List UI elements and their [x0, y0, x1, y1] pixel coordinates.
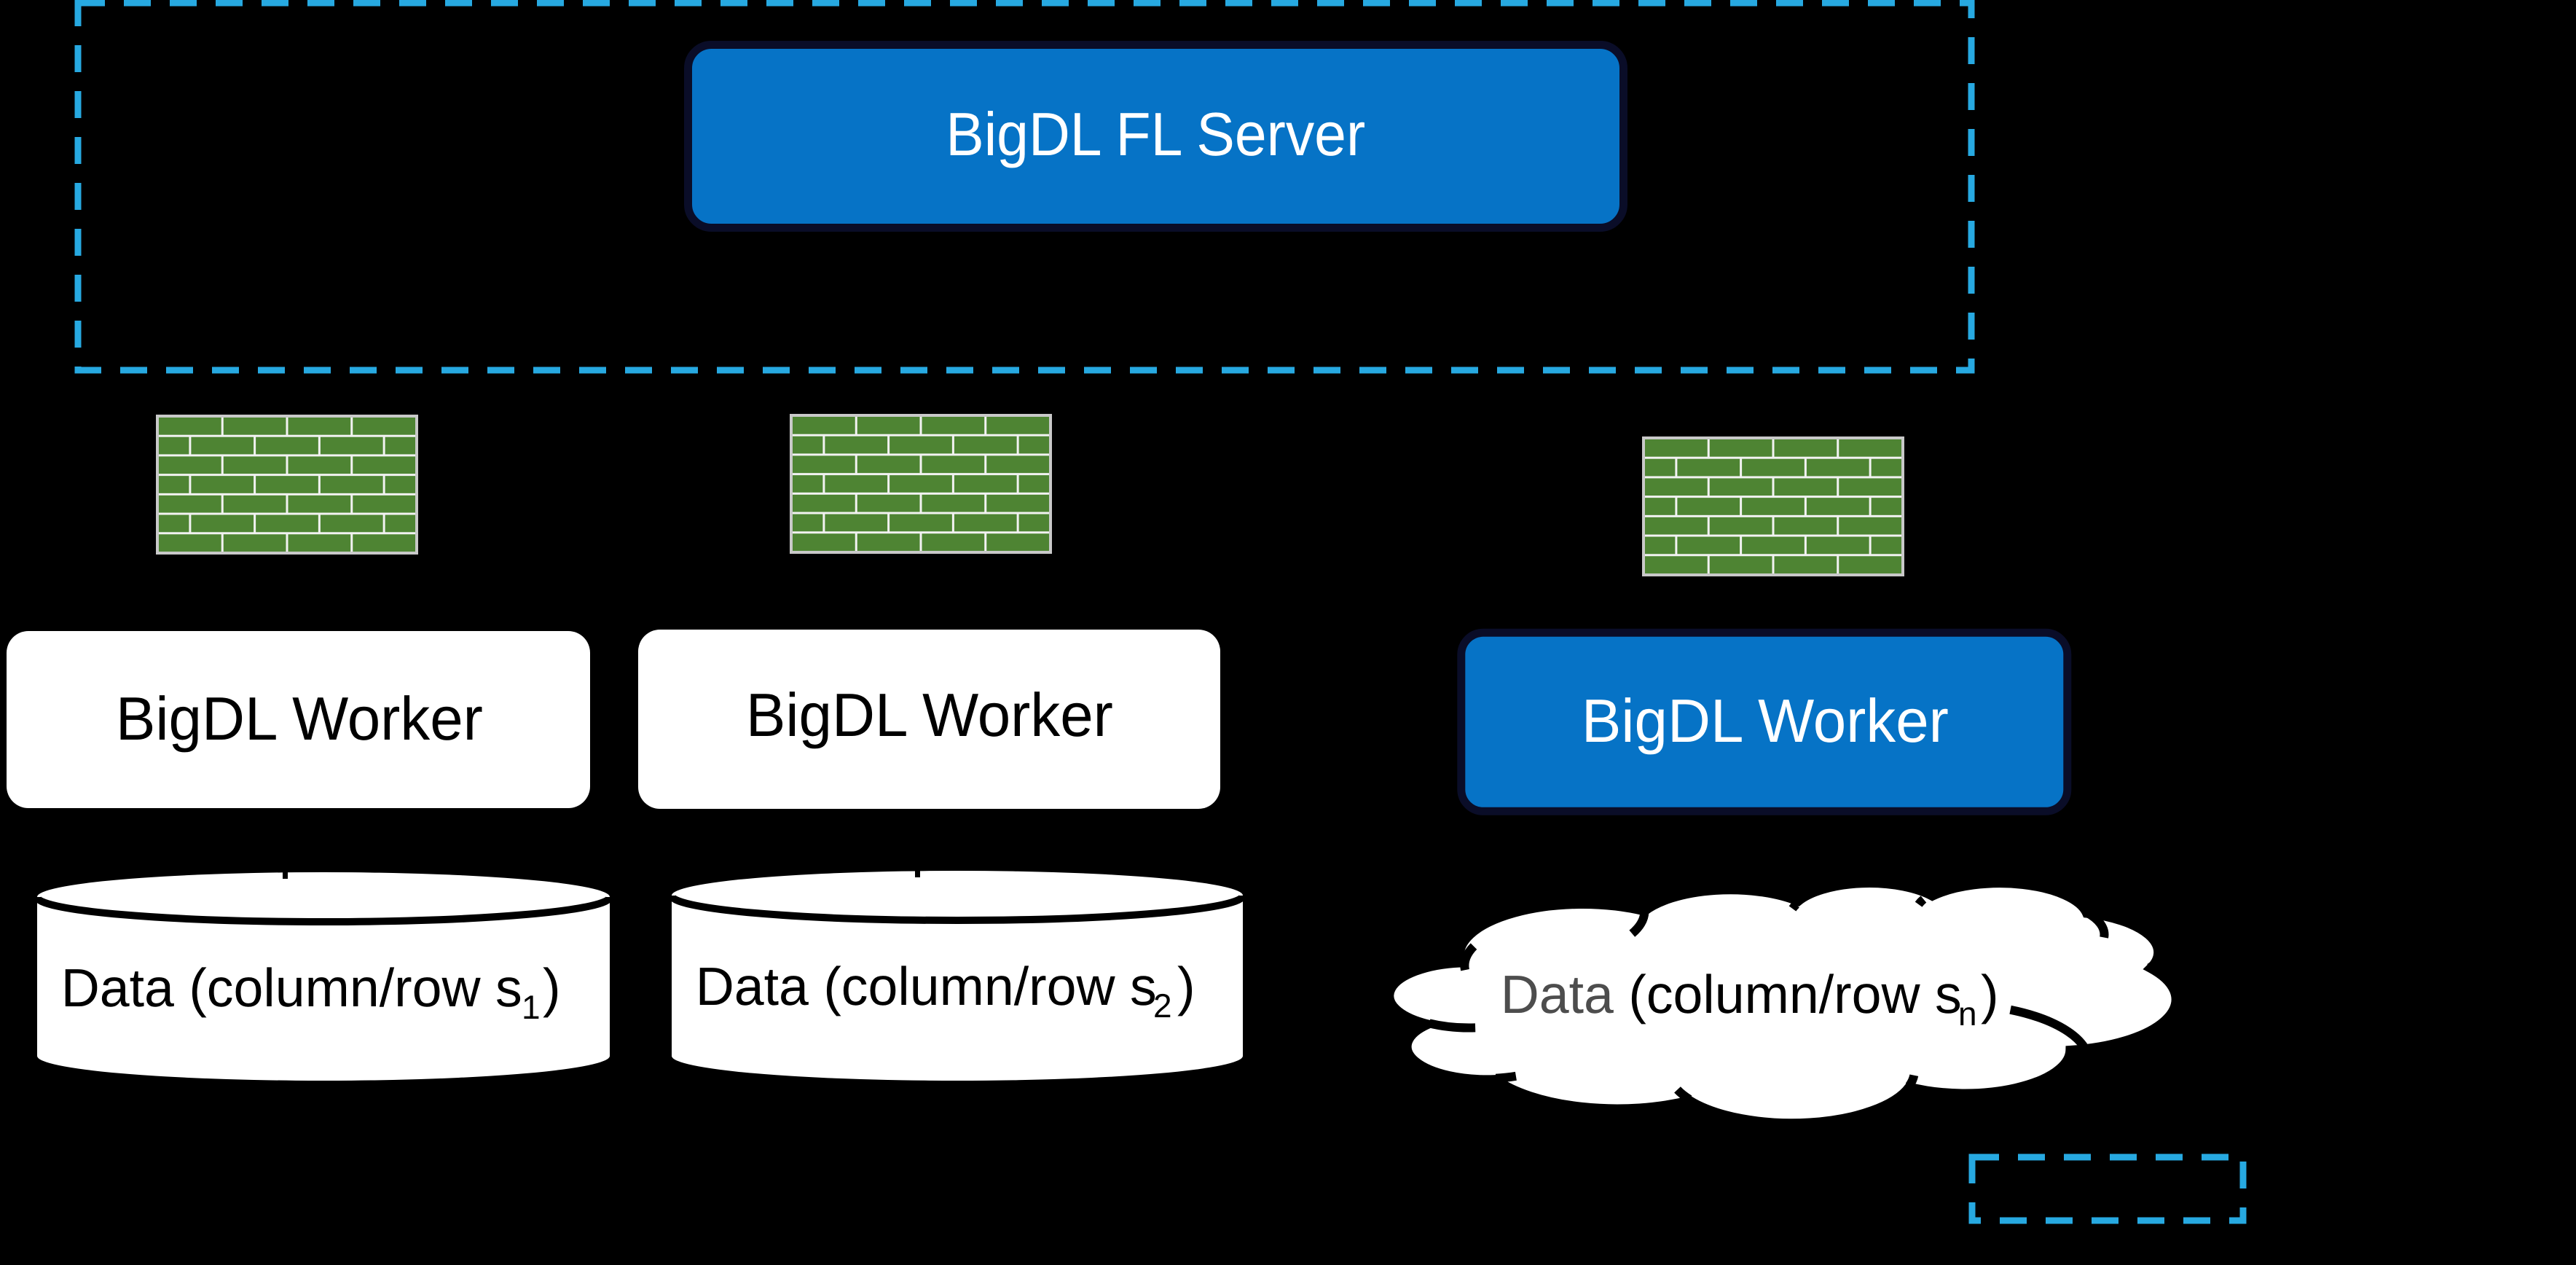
svg-text:BigDL Worker: BigDL Worker — [116, 684, 483, 753]
svg-text:): ) — [543, 957, 561, 1018]
svg-text:BigDL Worker: BigDL Worker — [746, 681, 1113, 749]
svg-text:Data (column/row s: Data (column/row s — [696, 956, 1157, 1017]
svg-text:BigDL Worker: BigDL Worker — [1582, 686, 1949, 755]
svg-text:): ) — [1177, 956, 1195, 1017]
svg-text:): ) — [1981, 964, 1999, 1025]
svg-text:Data (column/row s: Data (column/row s — [61, 957, 522, 1018]
svg-text:Data (column/row s: Data (column/row s — [1501, 964, 1962, 1025]
svg-text:BigDL FL Server: BigDL FL Server — [946, 100, 1365, 168]
